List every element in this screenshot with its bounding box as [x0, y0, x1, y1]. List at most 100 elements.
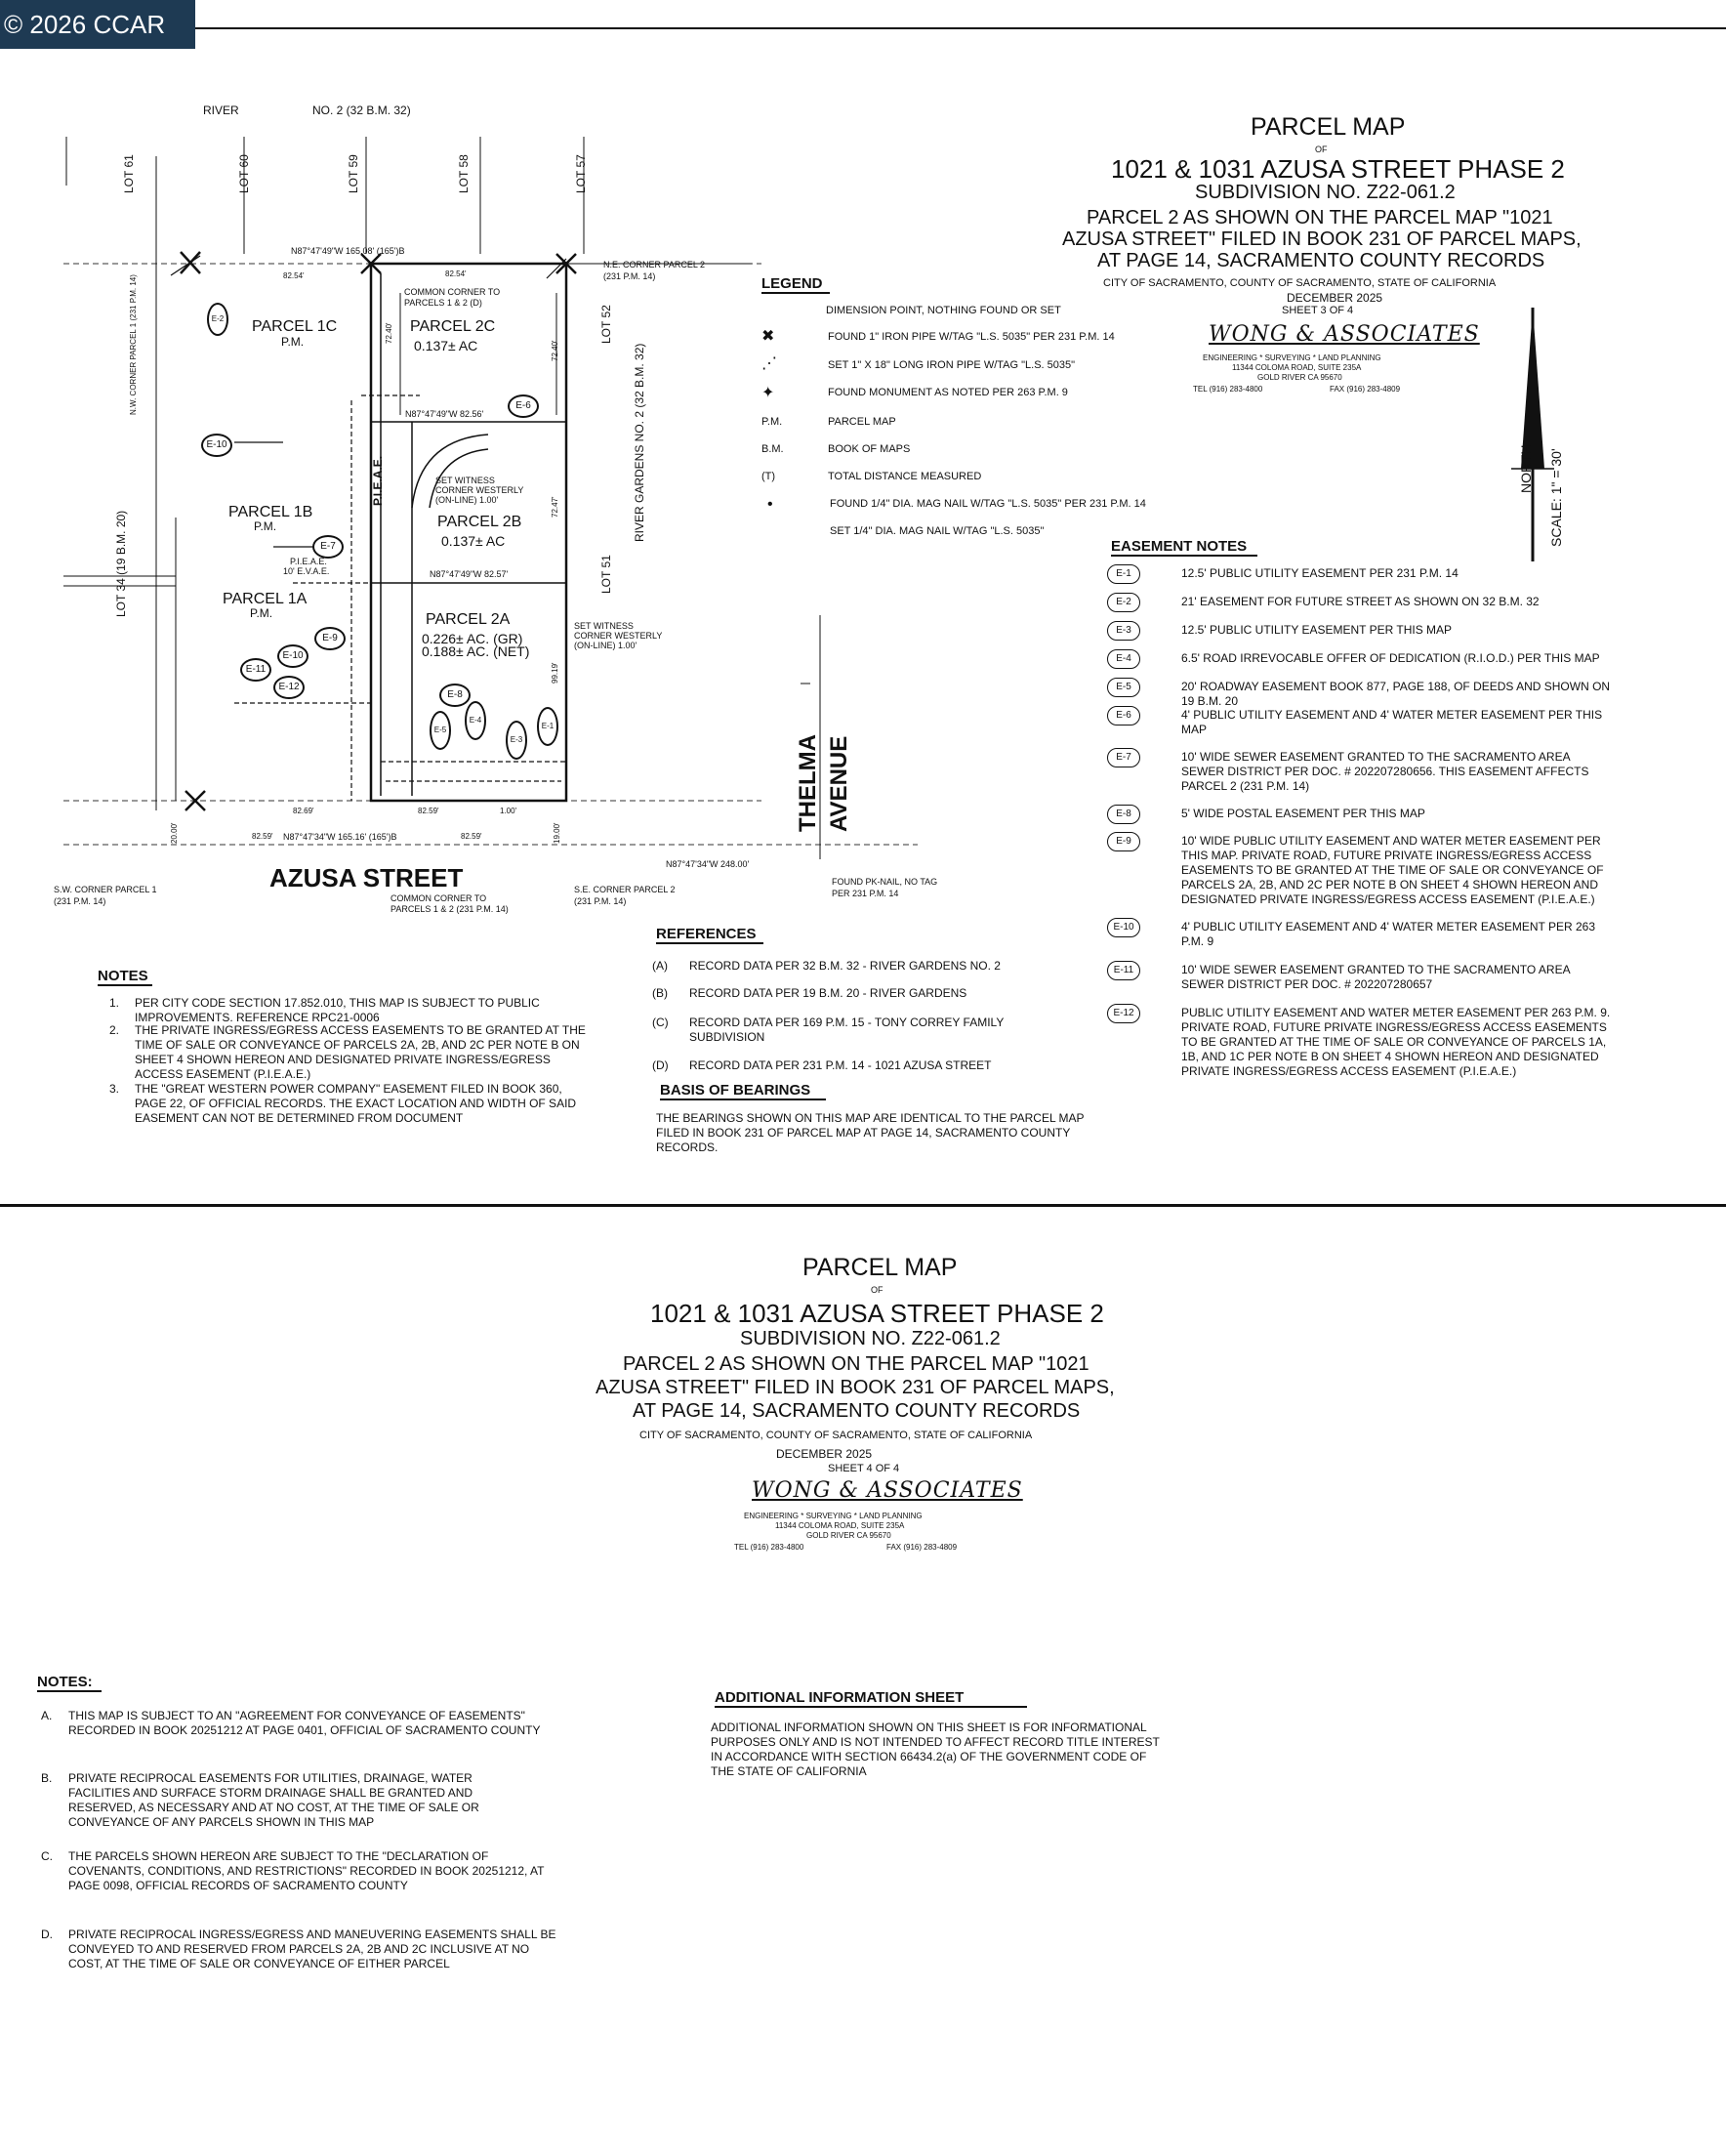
legend-item: FOUND 1" IRON PIPE W/TAG "L.S. 5035" PER… [828, 331, 1115, 343]
map-easement-marker: E-2 [207, 303, 228, 336]
reference-id: (B) [652, 986, 668, 1000]
easement-id: E-6 [1107, 706, 1140, 726]
label-se-ref: (231 P.M. 14) [574, 896, 627, 906]
label-lot-58: LOT 58 [457, 154, 471, 193]
basis-heading: BASIS OF BEARINGS [660, 1082, 811, 1099]
firm-address: 11344 COLOMA ROAD, SUITE 235A [775, 1521, 905, 1530]
note-id: 3. [109, 1082, 120, 1096]
easement-id: E-3 [1107, 621, 1140, 641]
label-parcel-2a-net: 0.188± AC. (NET) [422, 643, 530, 659]
title-line6: AT PAGE 14, SACRAMENTO COUNTY RECORDS [633, 1400, 1081, 1422]
title-subdivision: SUBDIVISION NO. Z22-061.2 [1195, 182, 1456, 203]
label-lot-61: LOT 61 [122, 154, 136, 193]
label-common-corner: COMMON CORNER TO [404, 287, 501, 297]
additional-info-heading: ADDITIONAL INFORMATION SHEET [715, 1689, 965, 1706]
easement-note: 10' WIDE SEWER EASEMENT GRANTED TO THE S… [1181, 963, 1570, 991]
label-sw-corner: S.W. CORNER PARCEL 1 [54, 885, 157, 894]
label-corner-westerly: CORNER WESTERLY [435, 485, 524, 495]
dim-label: 72.40' [551, 340, 559, 361]
reference-item: RECORD DATA PER 231 P.M. 14 - 1021 AZUSA… [689, 1058, 992, 1072]
title-jurisdiction: CITY OF SACRAMENTO, COUNTY OF SACRAMENTO… [639, 1430, 1033, 1441]
legend-item: FOUND 1/4" DIA. MAG NAIL W/TAG "L.S. 503… [830, 498, 1146, 510]
reference-id: (D) [652, 1058, 669, 1072]
legend-heading: LEGEND [761, 275, 823, 292]
legend-symbol: ✦ [761, 385, 775, 401]
sheet4-notes-underline [37, 1690, 102, 1692]
map-easement-marker: E-10 [277, 644, 308, 668]
references-heading: REFERENCES [656, 926, 757, 942]
label-piea: P.I.E.A.E. [371, 455, 385, 506]
title-date: DECEMBER 2025 [1287, 291, 1383, 305]
dim-label: 72.40' [385, 322, 393, 344]
label-online-2: (ON-LINE) 1.00' [574, 641, 637, 650]
legend-symbol: (T) [761, 471, 776, 482]
note-id: C. [41, 1849, 53, 1863]
easement-id: E-8 [1107, 805, 1140, 824]
label-bearing-mid1: N87°47'49"W 82.56' [405, 409, 484, 419]
title-line6: AT PAGE 14, SACRAMENTO COUNTY RECORDS [1097, 250, 1545, 271]
easement-notes-heading: EASEMENT NOTES [1111, 538, 1248, 555]
label-bearing-top: N87°47'49"W 165.08' (165')B [291, 246, 405, 256]
dim-label: 82.59' [461, 832, 482, 841]
label-lot-60: LOT 60 [237, 154, 251, 193]
label-se-corner: S.E. CORNER PARCEL 2 [574, 885, 676, 894]
title-jurisdiction: CITY OF SACRAMENTO, COUNTY OF SACRAMENTO… [1103, 277, 1497, 289]
basis-underline [660, 1099, 826, 1100]
label-corner-westerly-2: CORNER WESTERLY [574, 631, 663, 641]
easement-id: E-12 [1107, 1004, 1140, 1023]
legend-item: BOOK OF MAPS [828, 443, 911, 455]
dim-label: 82.54' [283, 271, 305, 280]
label-parcel-1c: PARCEL 1C [252, 318, 338, 335]
map-easement-marker: E-12 [273, 676, 305, 699]
top-border [195, 27, 1726, 29]
parcel-map-drawing [63, 137, 918, 859]
legend-item: DIMENSION POINT, NOTHING FOUND OR SET [826, 305, 1061, 316]
easement-id: E-10 [1107, 918, 1140, 937]
label-parcel-1a: PARCEL 1A [223, 591, 308, 607]
firm-city: GOLD RIVER CA 95670 [806, 1531, 891, 1540]
label-bearing-mid2: N87°47'49"W 82.57' [430, 569, 509, 579]
label-common-corner-b2: PARCELS 1 & 2 (231 P.M. 14) [390, 904, 509, 914]
label-river-gardens-no2: NO. 2 (32 B.M. 32) [312, 104, 411, 117]
label-set-witness-2: SET WITNESS [574, 621, 634, 631]
easement-note: 21' EASEMENT FOR FUTURE STREET AS SHOWN … [1181, 595, 1540, 608]
legend-item: SET 1/4" DIA. MAG NAIL W/TAG "L.S. 5035" [830, 525, 1045, 537]
map-easement-marker: E-4 [465, 701, 486, 740]
legend-item: TOTAL DISTANCE MEASURED [828, 471, 982, 482]
dim-label: 82.69' [293, 807, 314, 815]
sheet4-notes-heading: NOTES: [37, 1674, 93, 1690]
dim-label: 1.00' [500, 807, 517, 815]
title-name: 1021 & 1031 AZUSA STREET PHASE 2 [1111, 154, 1565, 184]
note-id: 2. [109, 1023, 120, 1037]
map-easement-marker: E-5 [430, 711, 451, 750]
easement-id: E-9 [1107, 832, 1140, 851]
title-line4: PARCEL 2 AS SHOWN ON THE PARCEL MAP "102… [623, 1353, 1089, 1375]
reference-id: (A) [652, 959, 668, 973]
firm-fax: FAX (916) 283-4809 [1330, 385, 1401, 394]
note-text: THE PARCELS SHOWN HEREON ARE SUBJECT TO … [68, 1849, 545, 1892]
reference-item: RECORD DATA PER 32 B.M. 32 - RIVER GARDE… [689, 959, 1001, 973]
label-bearing-bottom2: N87°47'34"W 248.00' [666, 859, 750, 869]
map-easement-marker: E-10 [201, 434, 232, 457]
label-lot-51: LOT 51 [599, 555, 613, 594]
label-lot-34: LOT 34 (19 B.M. 20) [114, 510, 128, 617]
label-evae: 10' E.V.A.E. [283, 566, 330, 576]
label-found-pk-ref: PER 231 P.M. 14 [832, 889, 899, 898]
dim-label: 20.00' [170, 822, 179, 844]
label-ne-ref: (231 P.M. 14) [603, 271, 656, 281]
firm-name: WONG & ASSOCIATES [1209, 322, 1480, 347]
legend-item: PARCEL MAP [828, 416, 896, 428]
label-pieave: P.I.E.A.E. [290, 557, 327, 566]
dim-label: 99.19' [551, 662, 559, 684]
label-online: (ON-LINE) 1.00' [435, 495, 499, 505]
easement-note: 12.5' PUBLIC UTILITY EASEMENT PER 231 P.… [1181, 566, 1459, 580]
firm-services: ENGINEERING * SURVEYING * LAND PLANNING [744, 1512, 923, 1520]
dim-label: 82.54' [445, 270, 467, 278]
label-common-corner-b: COMMON CORNER TO [390, 893, 487, 903]
title-date: DECEMBER 2025 [776, 1447, 873, 1461]
label-parcel-2b: PARCEL 2B [437, 514, 522, 530]
label-parcel-2c: PARCEL 2C [410, 318, 496, 335]
note-id: B. [41, 1771, 53, 1785]
easement-id: E-11 [1107, 961, 1140, 980]
note-text: THE "GREAT WESTERN POWER COMPANY" EASEME… [135, 1082, 577, 1125]
